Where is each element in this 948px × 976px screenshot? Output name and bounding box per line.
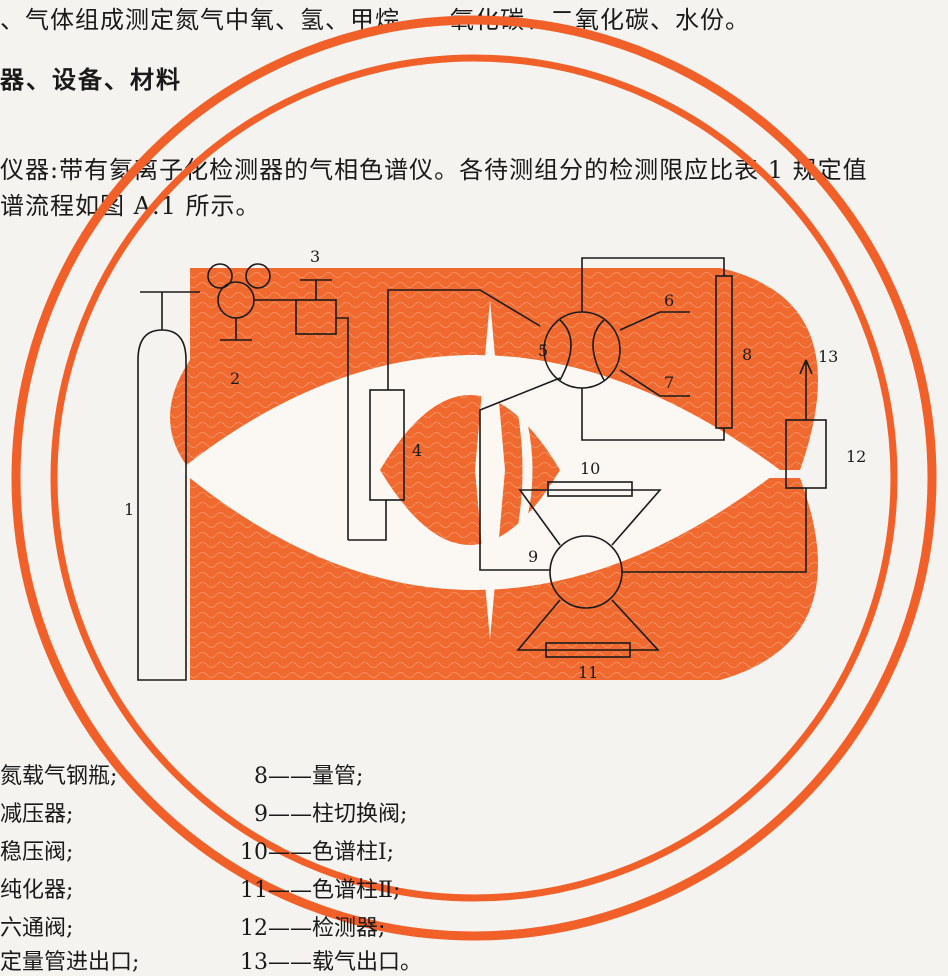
callout-12: 12: [846, 447, 866, 466]
sample-loop: [715, 275, 733, 429]
watermark-crescent: [505, 360, 533, 580]
callout-9: 9: [528, 547, 538, 566]
flow-diagram: [137, 257, 827, 681]
callout-11: 11: [578, 663, 598, 682]
carrier-outlet-arrow: [799, 359, 813, 375]
legend-item-8: 8——量管;: [254, 764, 364, 789]
watermark-inner-ring: [50, 54, 898, 902]
legend-item-6: 定量管进出口;: [0, 950, 140, 975]
legend-item-9: 9——柱切换阀;: [254, 802, 408, 827]
callout-1: 1: [124, 500, 134, 519]
legend-item-3: 稳压阀;: [0, 840, 74, 865]
section-heading: 器、设备、材料: [0, 65, 182, 94]
callout-6: 6: [664, 291, 674, 310]
column-1: [547, 481, 633, 497]
reducer-gauge-right: [245, 263, 271, 289]
watermark-outer-ring: [11, 15, 937, 941]
purifier: [369, 389, 405, 501]
callout-10: 10: [580, 459, 600, 478]
watermark-emblem: [11, 15, 937, 941]
legend-item-12: 12——检测器;: [240, 916, 386, 941]
reducer-gauge-left: [207, 263, 233, 289]
watermark-lens: [380, 395, 560, 545]
callout-13: 13: [818, 347, 838, 366]
callout-2: 2: [230, 369, 240, 388]
paragraph-line-2: 谱流程如图 A.1 所示。: [0, 192, 261, 220]
legend-item-2: 减压器;: [0, 802, 74, 827]
legend-item-5: 六通阀;: [0, 916, 74, 941]
callout-3: 3: [310, 247, 320, 266]
cylinder-pipe: [140, 291, 200, 330]
legend-item-11: 11——色谱柱Ⅱ;: [240, 878, 401, 903]
column-2: [545, 642, 631, 658]
callout-7: 7: [664, 373, 674, 392]
callout-4: 4: [412, 441, 422, 460]
legend-item-4: 纯化器;: [0, 878, 74, 903]
figure-layer: 1 2 3 4 5 6 7 8 9 10 11 12 13: [11, 15, 937, 941]
legend-item-13: 13——载气出口。: [240, 950, 422, 975]
callout-8: 8: [742, 345, 752, 364]
watermark-spike: [475, 300, 505, 640]
figure-callouts: 1 2 3 4 5 6 7 8 9 10 11 12 13: [124, 247, 866, 682]
legend-item-1: 氮载气钢瓶;: [0, 764, 118, 789]
legend-item-10: 10——色谱柱Ⅰ;: [240, 840, 395, 865]
callout-5: 5: [538, 341, 548, 360]
